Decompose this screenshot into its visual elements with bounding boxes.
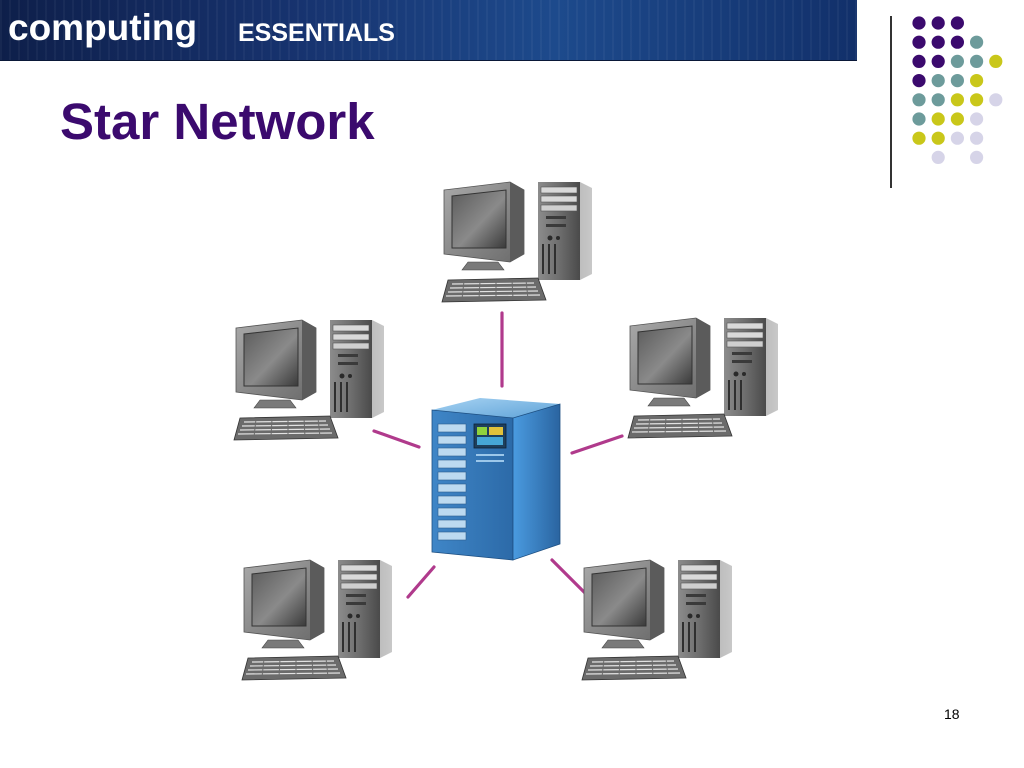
decorative-dot — [970, 54, 984, 68]
decorative-dot — [931, 93, 945, 107]
decorative-dot — [970, 131, 984, 145]
decorative-dot — [931, 74, 945, 88]
decorative-dot — [912, 93, 926, 107]
network-links — [372, 311, 624, 599]
banner-texture — [0, 0, 857, 60]
decorative-dot — [931, 112, 945, 126]
decorative-dot — [950, 35, 965, 49]
page-number: 18 — [944, 706, 960, 722]
decorative-dot — [912, 35, 926, 49]
decorative-dot — [912, 16, 926, 30]
decorative-dot — [950, 16, 965, 30]
slide-title: Star Network — [60, 93, 375, 150]
decorative-dot — [931, 16, 945, 30]
decorative-dot — [931, 150, 945, 164]
header-banner: computing ESSENTIALS — [0, 0, 857, 61]
workstation-bottom-left — [241, 559, 393, 681]
workstation-top — [441, 181, 593, 303]
decorative-dot-grid — [912, 16, 1003, 164]
workstation-right — [627, 317, 779, 439]
decorative-dot — [912, 112, 926, 126]
decorative-dot — [950, 93, 965, 107]
decorative-dot — [950, 54, 965, 68]
decorative-dot — [912, 74, 926, 88]
server-icon — [431, 398, 561, 561]
link-right — [570, 434, 624, 455]
decorative-divider — [890, 16, 892, 188]
decorative-dot — [989, 54, 1003, 68]
decorative-dot — [970, 74, 984, 88]
decorative-dot — [931, 35, 945, 49]
brand-main-text: computing — [8, 7, 198, 48]
workstation-left — [233, 319, 385, 441]
decorative-dot — [931, 54, 945, 68]
decorative-dot — [970, 35, 984, 49]
brand-sub-text: ESSENTIALS — [238, 19, 395, 47]
workstation-bottom-right — [581, 559, 733, 681]
decorative-dot — [950, 112, 965, 126]
decorative-dot — [970, 112, 984, 126]
decorative-dot — [989, 93, 1003, 107]
link-bottom-right — [550, 558, 591, 599]
link-left — [372, 429, 421, 449]
decorative-dot — [970, 93, 984, 107]
decorative-dot — [931, 131, 945, 145]
decorative-dot — [950, 131, 965, 145]
decorative-dot — [950, 74, 965, 88]
decorative-dot — [912, 54, 926, 68]
decorative-dot — [970, 150, 984, 164]
link-bottom-left — [406, 565, 436, 599]
decorative-dot — [912, 131, 926, 145]
